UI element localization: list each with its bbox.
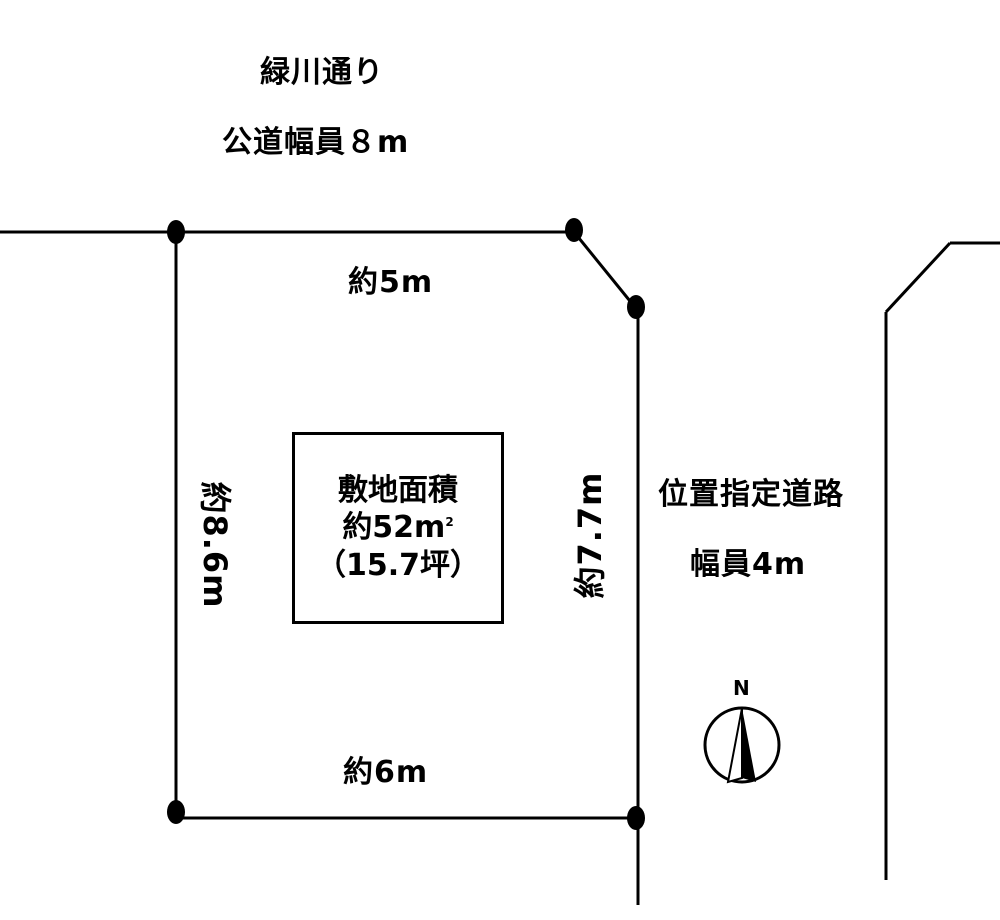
boundary-marker-corner [627,295,645,319]
site-area-unit-mark: 2 [445,515,454,530]
boundary-marker-bottom-left [167,800,185,824]
site-area-title: 敷地面積 [338,472,458,508]
site-area-box: 敷地面積 約52m2 （15.7坪） [292,432,504,624]
site-area-size-value: 約52m [342,510,446,546]
lot-right-dimension-label: 約7.7m [571,471,609,599]
lot-top-dimension-label: 約5m [348,265,434,300]
lot-bottom-dimension-label: 約6m [343,755,429,790]
boundary-marker-top-right [565,218,583,242]
compass-north-label: N [733,676,750,700]
lot-left-dimension-label: 約8.6m [196,481,234,609]
boundary-marker-top-left [167,220,185,244]
north-arrow-icon [703,706,781,784]
corner-cut-line [572,231,636,307]
side-road-width-label: 幅員4m [690,547,807,582]
side-road-right-corner-line [884,241,952,314]
street-width-label: 公道幅員８m [222,125,410,160]
site-area-tsubo: （15.7坪） [315,547,481,583]
boundary-marker-bottom-right [627,806,645,830]
street-name-label: 緑川通り [260,55,384,90]
side-road-name-label: 位置指定道路 [658,477,844,512]
site-area-size: 約52m2 [342,509,453,547]
